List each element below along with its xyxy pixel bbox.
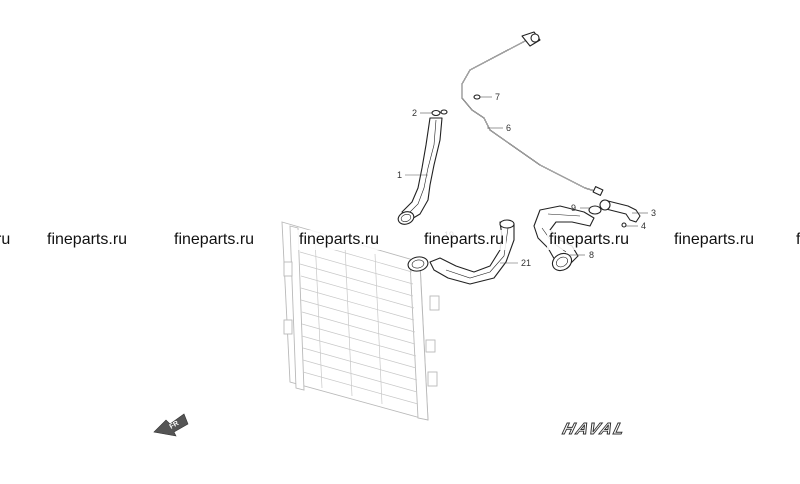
- callout-7: 7: [495, 92, 500, 102]
- leader-lines: [405, 96, 648, 264]
- hose-part-8: [533, 205, 595, 272]
- clamp-part-9: [588, 205, 602, 215]
- haval-logo: HAVAL: [560, 420, 628, 439]
- callout-2: 2: [412, 108, 417, 118]
- fr-label: FR: [169, 420, 181, 431]
- hose-part-21: [407, 219, 515, 285]
- hose-part-3: [599, 199, 641, 228]
- coolant-pipe: [461, 31, 604, 196]
- hose-part-1: [397, 117, 443, 225]
- radiator-fins: [299, 237, 419, 405]
- radiator: [281, 221, 440, 421]
- callout-1: 1: [397, 170, 402, 180]
- haval-logo-text: HAVAL: [561, 420, 628, 438]
- front-direction-marker: FR: [153, 413, 189, 437]
- callout-21: 21: [521, 258, 531, 268]
- callout-9: 9: [571, 203, 576, 213]
- clip-part-7: [473, 94, 481, 100]
- callout-4: 4: [641, 221, 646, 231]
- callout-19: 19: [444, 230, 454, 240]
- callout-3: 3: [651, 208, 656, 218]
- clamp-part-2: [431, 109, 448, 117]
- callout-8: 8: [589, 250, 594, 260]
- callout-6: 6: [506, 123, 511, 133]
